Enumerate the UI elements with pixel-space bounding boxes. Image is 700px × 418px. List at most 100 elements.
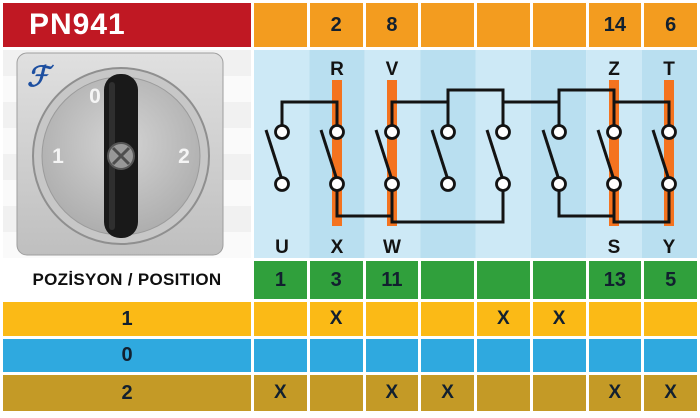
wiring-diagram-svg: R V Z T U X W S Y: [254, 50, 697, 258]
screw-cross-icon: [111, 146, 131, 166]
contact-state-cell: X: [309, 302, 363, 336]
wire: [280, 100, 339, 128]
terminal-bottom-number: 13: [603, 268, 626, 291]
terminal-bar: [664, 80, 674, 226]
contact-state-cell: [532, 339, 586, 372]
position-label-0: 0: [89, 85, 101, 108]
terminal-top-number: 6: [665, 13, 677, 36]
terminal-letter-top: T: [663, 59, 675, 80]
terminal-top-number: 14: [603, 13, 626, 36]
rotary-switch-drawing: ℱ 1 0 2: [16, 52, 224, 256]
contact-mark: X: [497, 308, 510, 329]
contact-state-cell: [588, 302, 642, 336]
terminal-top-cell: [477, 3, 530, 47]
wire: [390, 190, 505, 224]
terminal-letter-bottom: S: [608, 237, 621, 258]
contact-state-cell: [588, 339, 642, 372]
contact-state-cell: [309, 339, 363, 372]
contact-mark: X: [329, 308, 343, 329]
position-row-label-2: 2: [3, 375, 251, 411]
terminal-bottom-cell: 5: [644, 261, 697, 299]
terminal-letters: R V Z T U X W S Y: [275, 59, 676, 258]
terminal-letter-bottom: Y: [663, 237, 676, 258]
contact-blade: [374, 129, 394, 181]
terminal-top-cell: [532, 3, 586, 47]
terminal-top-cell: [421, 3, 474, 47]
contact-state-cell: [477, 339, 530, 372]
contact-state-cell: X: [532, 302, 586, 336]
contact-state-cell: [421, 302, 474, 336]
terminal-letter-bottom: U: [275, 237, 289, 258]
wire: [446, 88, 505, 128]
contact-blade: [264, 129, 284, 181]
connection-diagram: R V Z T U X W S Y: [254, 50, 697, 258]
contact-state-cell: [477, 375, 530, 411]
terminal-letter-bottom: W: [383, 237, 401, 258]
terminal-bottom-cell: [477, 261, 530, 299]
terminal-bottom-number: 5: [665, 268, 677, 291]
position-label-2: 2: [178, 145, 190, 168]
terminal-bottom-cell: 1: [254, 261, 307, 299]
contact-state-cell: X: [365, 375, 419, 411]
connection-wires: [280, 88, 671, 224]
terminal-letter-bottom: X: [331, 237, 344, 258]
contact-state-cell: [309, 375, 363, 411]
wire: [557, 88, 616, 128]
row-label: 1: [121, 307, 133, 330]
terminal-bottom-number: 11: [381, 268, 403, 291]
contact-blade: [541, 129, 561, 181]
contact-state-cell: [532, 375, 586, 411]
terminal-top-cell: [254, 3, 307, 47]
terminal-bar: [609, 80, 619, 226]
contact-state-cell: [254, 339, 307, 372]
terminal-letter-top: R: [330, 59, 344, 80]
terminal-top-cell: 6: [644, 3, 697, 47]
datasheet-table: PN941 2 8 14 6 ℱ 1 0 2: [3, 3, 697, 411]
position-header-label: POZİSYON / POSITION: [32, 270, 222, 289]
contact-state-cell: X: [477, 302, 530, 336]
contact-state-cell: [644, 339, 697, 372]
terminal-top-number: 8: [386, 13, 398, 36]
position-row-label-0: 0: [3, 339, 251, 372]
position-row-label-1: 1: [3, 302, 251, 336]
contact-mark: X: [274, 382, 287, 403]
terminal-top-cell: 8: [365, 3, 419, 47]
model-header: PN941: [3, 3, 251, 47]
terminal-bottom-cell: [421, 261, 474, 299]
terminal-bar: [332, 80, 342, 226]
switch-photo: ℱ 1 0 2: [3, 50, 251, 258]
contact-mark: X: [664, 382, 677, 403]
row-label: 0: [121, 344, 133, 366]
contact-state-cell: [365, 302, 419, 336]
terminal-bottom-number: 3: [330, 268, 342, 291]
contact-state-cell: [644, 302, 697, 336]
terminal-letter-top: Z: [608, 59, 620, 80]
position-label-1: 1: [52, 145, 64, 168]
contact-blade: [485, 129, 505, 181]
terminal-bottom-cell: 11: [365, 261, 419, 299]
contact-state-cell: [421, 339, 474, 372]
diagram-column-stripes: [254, 50, 697, 258]
contact-mark: X: [385, 382, 399, 403]
terminal-top-cell: 14: [588, 3, 642, 47]
terminal-bottom-cell: 3: [309, 261, 363, 299]
contact-blade: [430, 129, 450, 181]
contact-terminals: [274, 124, 677, 192]
contact-mark: X: [552, 308, 566, 329]
contact-blades: [264, 129, 671, 181]
terminal-bottom-cell: [532, 261, 586, 299]
terminal-letter-top: V: [386, 59, 399, 80]
terminal-bar: [387, 80, 397, 226]
contact-blade: [319, 129, 339, 181]
terminal-bottom-number: 1: [274, 268, 286, 291]
contact-state-cell: X: [588, 375, 642, 411]
terminal-bars: [332, 80, 674, 226]
row-label: 2: [121, 381, 133, 404]
wire: [612, 190, 671, 224]
contact-state-cell: X: [254, 375, 307, 411]
contact-state-cell: [365, 339, 419, 372]
contact-state-cell: X: [421, 375, 474, 411]
contact-mark: X: [608, 382, 622, 403]
position-header: POZİSYON / POSITION: [3, 261, 251, 299]
terminal-top-cell: 2: [309, 3, 363, 47]
